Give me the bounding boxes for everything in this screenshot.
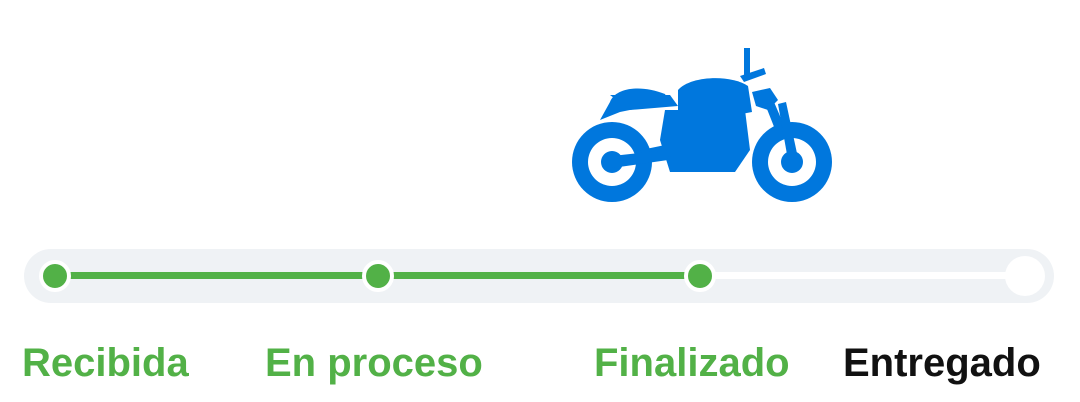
step-dot-finalizado — [684, 260, 716, 292]
step-label-entregado: Entregado — [843, 341, 1041, 385]
progress-line-segment-2 — [378, 272, 700, 279]
motorcycle-icon — [572, 48, 832, 202]
step-dot-entregado — [1005, 256, 1045, 296]
step-label-finalizado: Finalizado — [594, 341, 790, 385]
step-label-en-proceso: En proceso — [265, 341, 483, 385]
progress-line-segment-1 — [55, 272, 378, 279]
step-dot-recibida — [39, 260, 71, 292]
step-label-recibida: Recibida — [22, 341, 189, 385]
step-dot-en-proceso — [362, 260, 394, 292]
